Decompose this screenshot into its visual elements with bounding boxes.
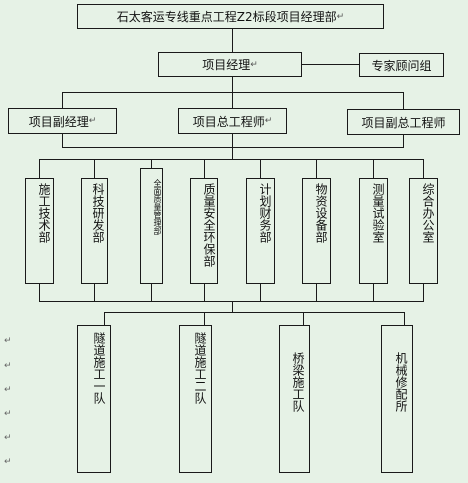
dept-quality-safety-env: 质量安全环保部	[190, 178, 218, 284]
connector-team-2	[204, 312, 205, 325]
connector-deputies-bar	[62, 92, 404, 93]
paragraph-mark-icon: ↵	[336, 11, 345, 22]
team-tunnel-2: 隧道施工二队	[179, 325, 212, 473]
paragraph-mark-icon: ↵	[4, 336, 12, 346]
connector-dept-3-down	[151, 284, 152, 301]
connector-dept-1	[39, 159, 40, 178]
connector-dept-1-down	[39, 284, 40, 301]
connector-dept-6	[316, 159, 317, 178]
connector-deputy-right-down	[403, 135, 404, 147]
dept-quality-management: 全面质量管理部	[140, 168, 163, 284]
connector-team-4	[404, 312, 405, 325]
connector-dept-5-down	[260, 284, 261, 301]
connector-deputy-right	[403, 92, 404, 109]
paragraph-mark-icon: ↵	[4, 457, 12, 467]
connector-dept-6-down	[316, 284, 317, 301]
title-box: 石太客运专线重点工程Z2标段项目经理部↵	[77, 4, 384, 29]
dept-general-office: 综合办公室	[409, 178, 438, 284]
connector-title-manager	[232, 28, 233, 52]
connector-team-3	[303, 312, 304, 325]
paragraph-mark-icon: ↵	[4, 433, 12, 443]
chief-engineer-box: 项目总工程师↵	[178, 108, 287, 134]
dept-material-equipment: 物资设备部	[302, 178, 331, 284]
paragraph-mark-icon: ↵	[4, 409, 12, 419]
dept-research-dev: 科技研发部	[81, 178, 108, 284]
connector-team-bar	[104, 312, 404, 313]
deputy-chief-engineer-label: 项目副总工程师	[361, 115, 446, 130]
title-label: 石太客运专线重点工程Z2标段项目经理部	[116, 10, 337, 24]
paragraph-mark-icon: ↵	[88, 116, 97, 126]
connector-dept-7-down	[373, 284, 374, 301]
connector-dept-7	[373, 159, 374, 178]
connector-dept-8	[423, 159, 424, 178]
team-tunnel-1: 隧道施工一队	[77, 325, 111, 473]
dept-survey-lab: 测量试验室	[359, 178, 388, 284]
advisor-box: 专家顾问组	[359, 53, 444, 77]
team-machinery-repair: 机械修配所	[381, 325, 413, 473]
team-bridge: 桥梁施工队	[279, 325, 310, 473]
connector-deputy-left	[62, 92, 63, 108]
paragraph-mark-icon: ↵	[250, 59, 258, 70]
connector-dept-2-down	[94, 284, 95, 301]
connector-manager-advisor	[302, 64, 359, 65]
connector-dept-4	[204, 159, 205, 178]
deputy-chief-engineer-box: 项目副总工程师	[347, 109, 460, 135]
chief-engineer-label: 项目总工程师	[192, 114, 265, 129]
paragraph-mark-icon: ↵	[4, 361, 12, 371]
paragraph-mark-icon: ↵	[4, 385, 12, 395]
connector-dept-4-down	[204, 284, 205, 301]
connector-chief-down	[232, 133, 233, 159]
connector-team-1	[104, 312, 105, 325]
connector-team-stem	[232, 301, 233, 312]
connector-mid-bar	[62, 147, 404, 148]
connector-dept-bar	[39, 159, 423, 160]
paragraph-mark-icon: ↵	[264, 116, 273, 126]
connector-dept-8-down	[423, 284, 424, 301]
deputy-manager-label: 项目副经理	[28, 114, 89, 129]
manager-label: 项目经理	[202, 58, 251, 72]
connector-dept-5	[260, 159, 261, 178]
dept-planning-finance: 计划财务部	[246, 178, 275, 284]
deputy-manager-box: 项目副经理↵	[8, 108, 117, 134]
dept-construction-tech: 施工技术部	[25, 178, 54, 284]
connector-dept-2	[94, 159, 95, 178]
advisor-label: 专家顾问组	[371, 58, 432, 73]
manager-box: 项目经理↵	[158, 52, 302, 77]
connector-deputy-left-down	[62, 133, 63, 147]
connector-dept-bottom-bar	[39, 301, 424, 302]
